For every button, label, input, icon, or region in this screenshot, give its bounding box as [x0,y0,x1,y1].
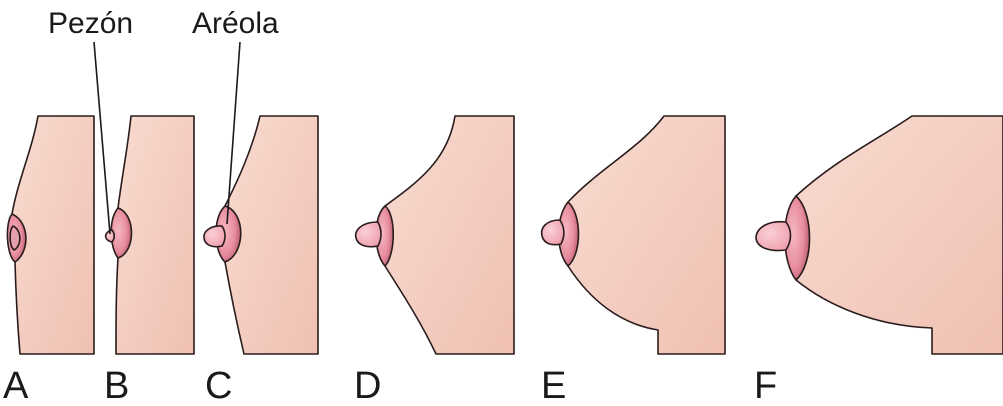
stage-f-nipple [756,222,791,251]
stage-d-nipple [356,222,381,247]
stage-e-label: E [541,365,566,406]
stage-e-figure [542,116,725,354]
stage-d-skin [385,116,514,354]
stage-a-figure [7,116,94,354]
stage-c-label: C [205,365,232,406]
stage-f-label: F [754,365,777,406]
stage-a-nipple [10,226,20,250]
stage-c-nipple [204,226,225,247]
stage-f-skin [796,116,1003,354]
stage-d-label: D [354,365,381,406]
stage-d-figure [356,116,514,354]
stage-e-skin [568,116,725,354]
stage-c-figure [204,116,318,354]
stage-b-figure [106,116,194,354]
areola-callout-label: Aréola [192,7,279,40]
stage-e-nipple [542,220,564,245]
nipple-callout-label: Pezón [48,7,133,40]
stage-f-figure [756,116,1003,354]
nipple-leader-line [94,42,110,234]
stage-a-label: A [3,365,29,406]
stage-b-label: B [104,365,129,406]
